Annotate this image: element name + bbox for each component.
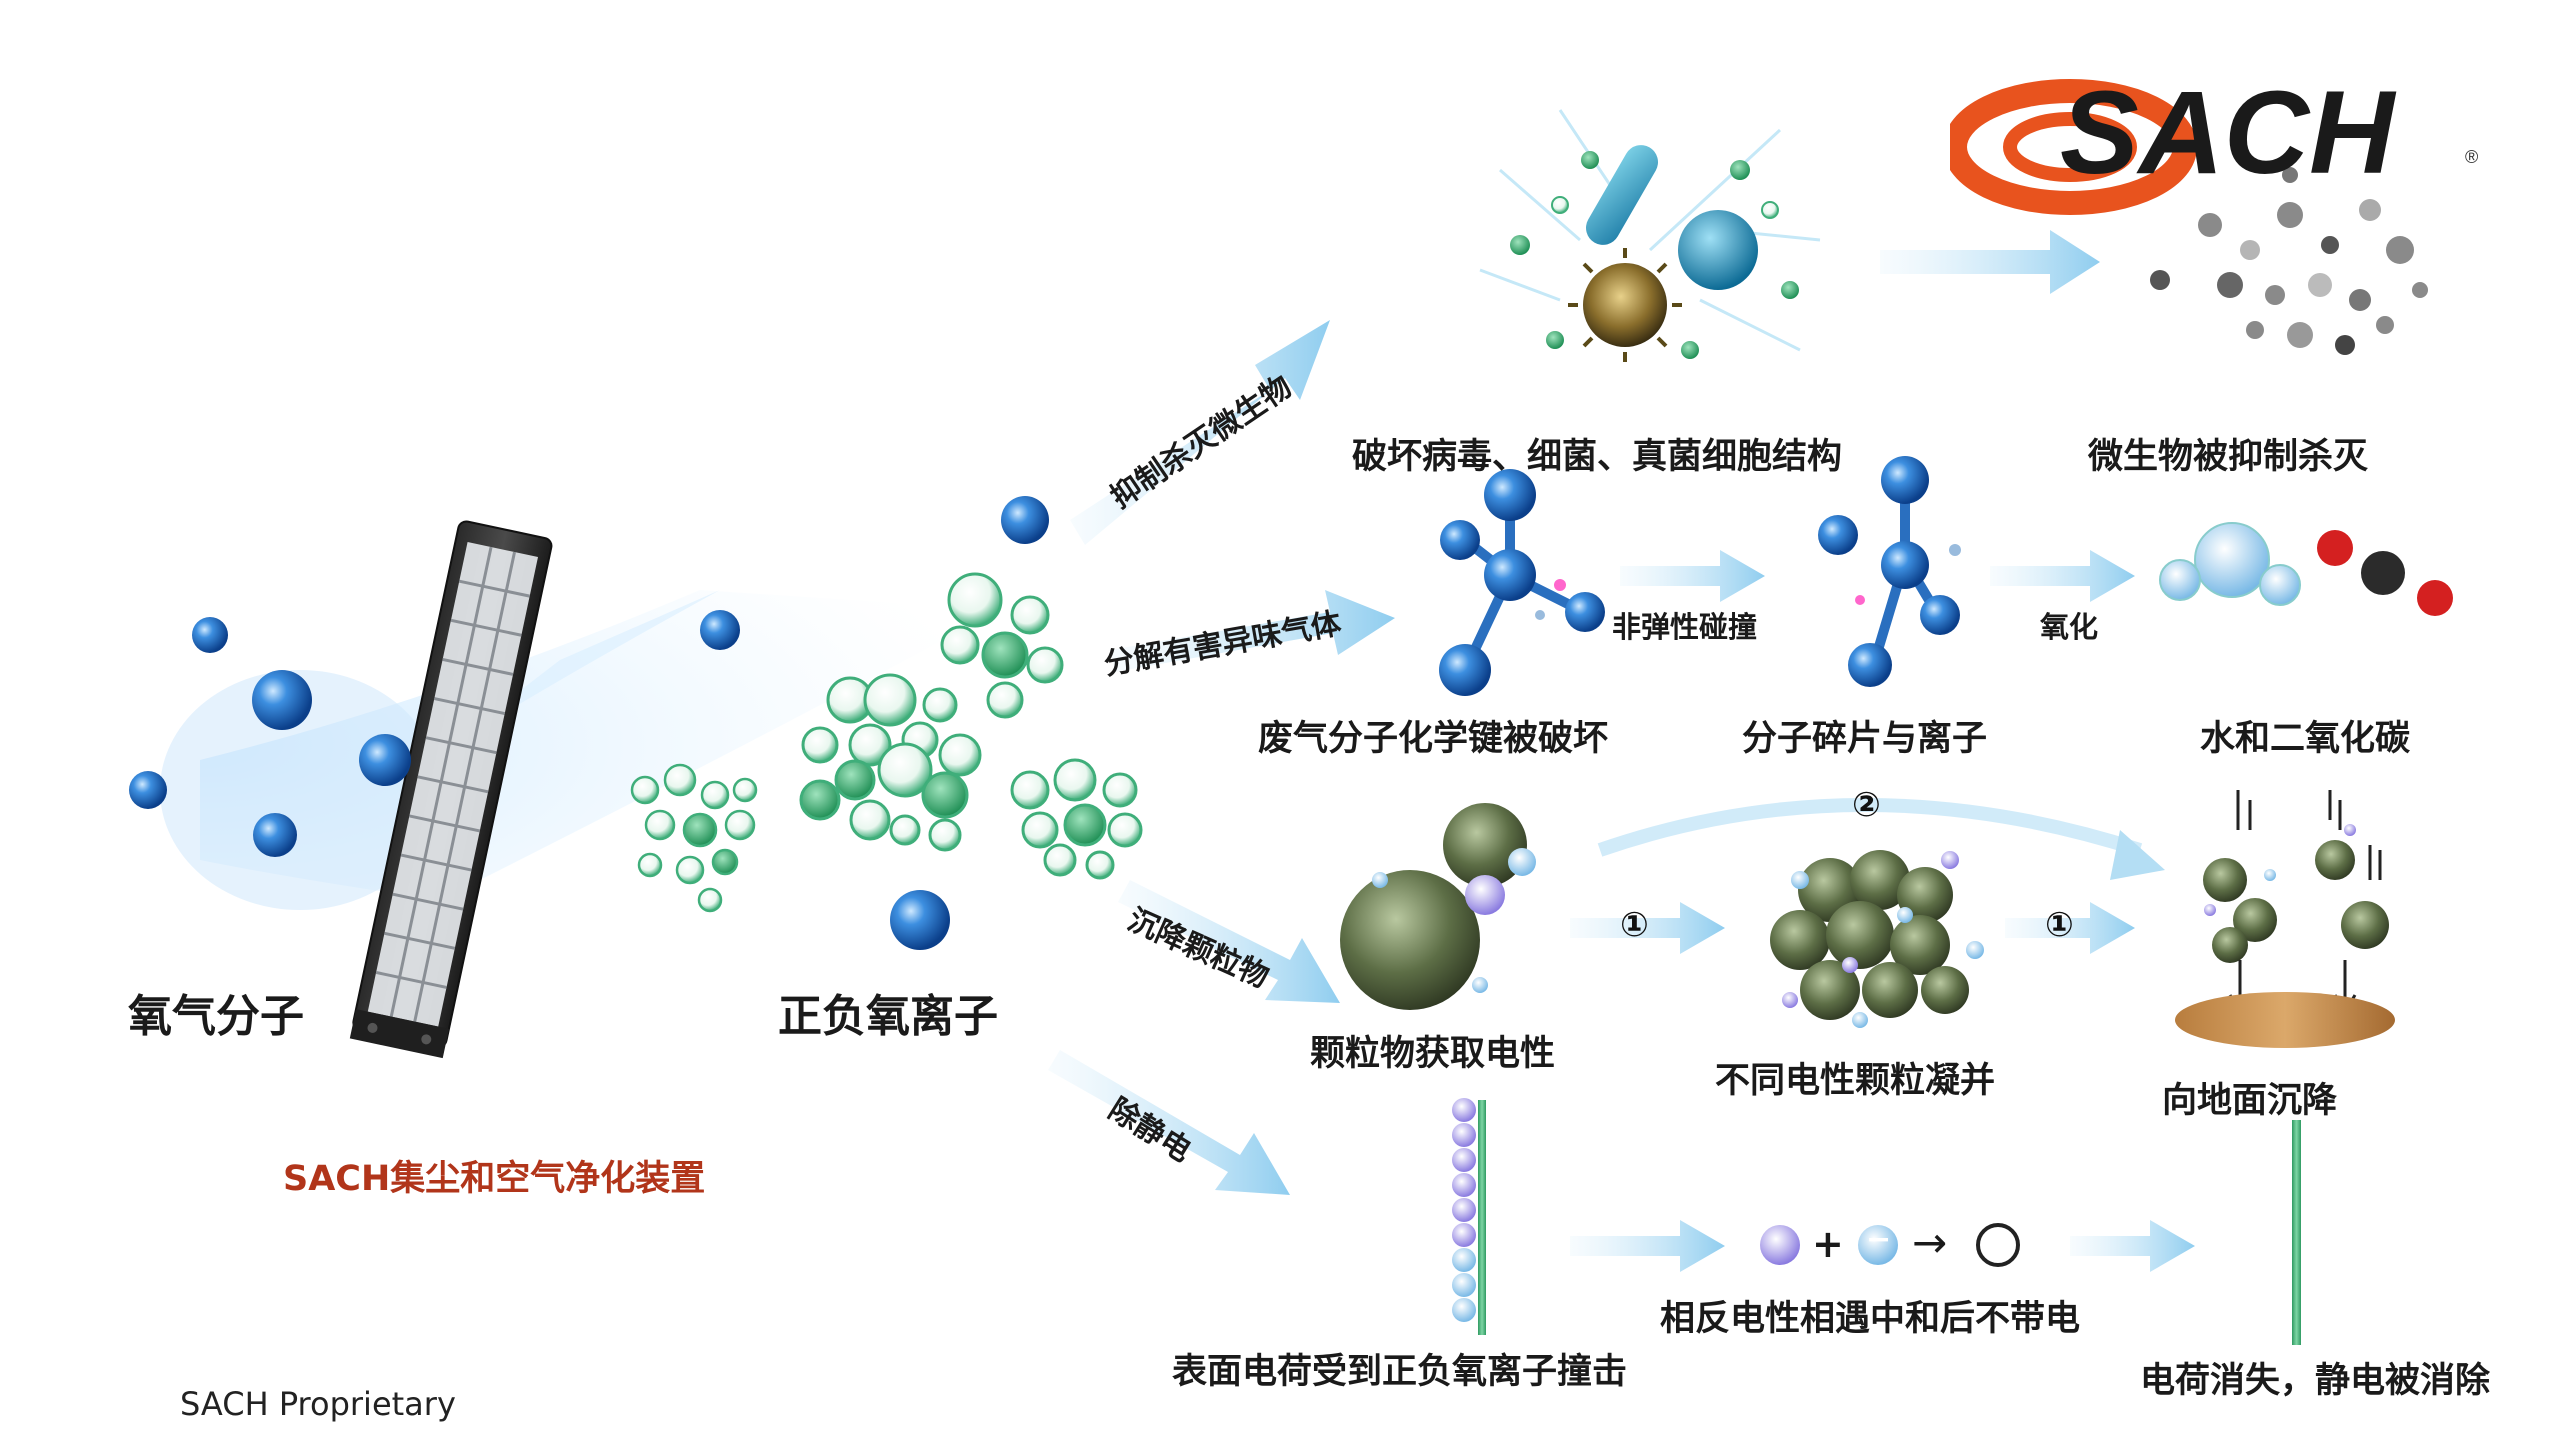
settling-particles: [2175, 790, 2395, 1048]
oxygen-molecules: [129, 496, 1049, 950]
charged-surface: [1452, 1098, 1486, 1335]
molecule-fragments: [1818, 456, 1961, 687]
inelastic-collision-label: 非弹性碰撞: [1612, 610, 1758, 644]
step-marker-one-second: ①: [2045, 905, 2074, 945]
arrow-discharge: [2070, 1220, 2195, 1272]
neutral-particle-icon: [1976, 1223, 2020, 1267]
device-caption: SACH集尘和空气净化装置: [283, 1159, 706, 1199]
ion-cluster-large: [799, 572, 1143, 880]
ion-label: 正负氧离子: [778, 991, 998, 1042]
arrow-coagulate: [1570, 902, 1725, 954]
destroy-cell-structure-label: 破坏病毒、细菌、真菌细胞结构: [1352, 437, 1843, 477]
logo-swoosh-icon: [1950, 79, 2197, 215]
arrow-oxidation: [1990, 550, 2135, 602]
surface-charge-hit-label: 表面电荷受到正负氧离子撞击: [1172, 1352, 1628, 1392]
arrow-collision: [1620, 550, 1765, 602]
water-molecule: [2159, 522, 2301, 606]
branch-arrows: [1048, 320, 1395, 1195]
chemical-bonds-broken-label: 废气分子化学键被破坏: [1258, 719, 1609, 759]
neutralized-label: 相反电性相遇中和后不带电: [1660, 1299, 2081, 1339]
arrow-neutralize: [1570, 1220, 1725, 1272]
oxygen-molecule-label: 氧气分子: [128, 991, 304, 1042]
waste-gas-molecule: [1439, 469, 1605, 696]
particles-charged-label: 颗粒物获取电性: [1310, 1034, 1556, 1074]
airflow-glow: [160, 670, 440, 910]
negative-ion-icon: [1858, 1225, 1898, 1265]
arrow-kill-result: [1880, 230, 2100, 294]
yields-arrow: →: [1912, 1218, 1948, 1267]
logo-registered-mark: ®: [2465, 147, 2478, 167]
water-and-co2-label: 水和二氧化碳: [2200, 719, 2411, 759]
static-eliminated-label: 电荷消失，静电被消除: [2140, 1361, 2491, 1401]
arrow-curve: [1597, 798, 2143, 857]
charged-particles: [1340, 803, 1536, 1010]
arrow-settle: [2005, 902, 2135, 954]
step-marker-one: ①: [1620, 905, 1649, 945]
positive-ion-icon: [1760, 1225, 1800, 1265]
logo-wordmark: SACH: [2060, 67, 2397, 199]
dead-microbe-debris: [2150, 167, 2428, 355]
oxidation-label: 氧化: [2040, 610, 2099, 644]
plus-sign: +: [1812, 1222, 1844, 1266]
arrow-curve-head: [2110, 830, 2165, 880]
ion-cluster-small: [630, 763, 758, 913]
coagulated-particles: [1770, 850, 1984, 1028]
sach-logo: SACH ®: [1950, 67, 2478, 215]
fragments-and-ions-label: 分子碎片与离子: [1742, 719, 1988, 759]
minus-sign: −: [1866, 1222, 1892, 1257]
purifier-device: [349, 520, 553, 1059]
carbon-dioxide-molecule: [2317, 530, 2453, 616]
microbes-group: [1479, 109, 1821, 362]
settle-to-ground-label: 向地面沉降: [2162, 1081, 2338, 1121]
particles-coagulate-label: 不同电性颗粒凝并: [1715, 1061, 1996, 1101]
microbes-killed-label: 微生物被抑制杀灭: [2088, 437, 2369, 477]
proprietary-notice: SACH Proprietary: [180, 1385, 456, 1423]
step-marker-two: ②: [1852, 785, 1881, 825]
discharged-surface: [2292, 1120, 2301, 1345]
